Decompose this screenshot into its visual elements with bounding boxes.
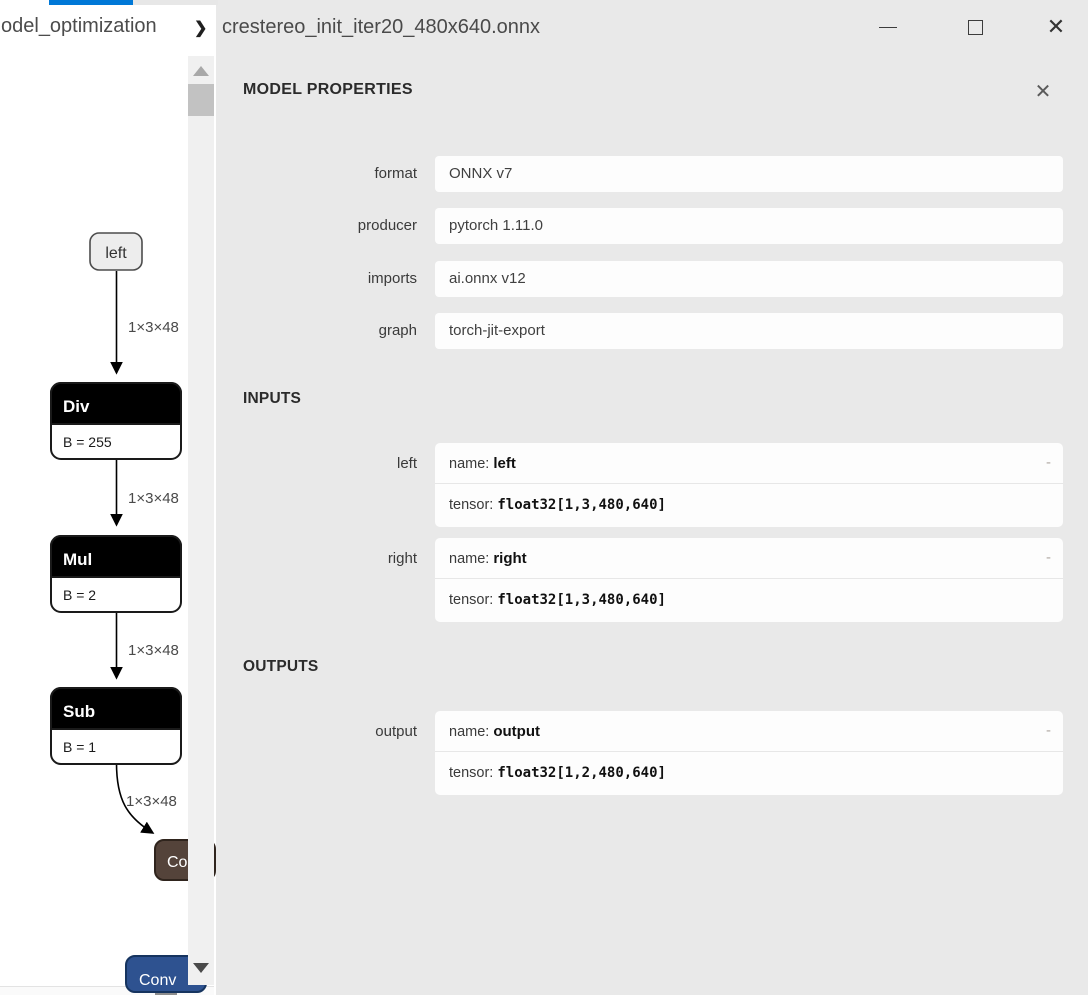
close-icon: ✕ bbox=[1034, 80, 1052, 103]
input-value-right: name: right - tensor: float32[1,3,480,64… bbox=[435, 538, 1063, 622]
graph-node-type: Div bbox=[63, 397, 90, 416]
edge-shape-label: 1×3×48 bbox=[126, 793, 177, 810]
graph-node-div[interactable]: Div B = 255 bbox=[50, 382, 182, 460]
maximize-button[interactable] bbox=[953, 10, 997, 44]
output-name-row[interactable]: name: output - bbox=[435, 711, 1063, 752]
tensor-value: float32[1,3,480,640] bbox=[497, 592, 666, 608]
tensor-key: tensor: bbox=[449, 497, 498, 513]
field-value-graph: torch-jit-export bbox=[435, 313, 1063, 349]
field-label-producer: producer bbox=[357, 217, 417, 234]
window-title: crestereo_init_iter20_480x640.onnx bbox=[222, 16, 540, 38]
tensor-key: tensor: bbox=[449, 765, 498, 781]
edge-shape-label: 1×3×48 bbox=[128, 319, 179, 336]
edge-shape-label: 1×3×48 bbox=[128, 642, 179, 659]
graph-node-mul[interactable]: Mul B = 2 bbox=[50, 535, 182, 613]
name-value: output bbox=[493, 723, 540, 740]
breadcrumb: odel_optimization bbox=[1, 15, 157, 37]
output-label-output: output bbox=[375, 723, 417, 740]
vertical-scrollbar-thumb[interactable] bbox=[188, 84, 214, 116]
collapse-toggle-icon[interactable]: - bbox=[1046, 549, 1051, 566]
input-tensor-row: tensor: float32[1,3,480,640] bbox=[435, 484, 1063, 527]
input-tensor-row: tensor: float32[1,3,480,640] bbox=[435, 579, 1063, 622]
model-properties-panel: crestereo_init_iter20_480x640.onnx ✕ MOD… bbox=[216, 0, 1088, 995]
name-value: right bbox=[493, 550, 527, 567]
top-strip bbox=[133, 0, 218, 5]
edge-sub-concat bbox=[115, 762, 155, 834]
chevron-right-icon: ❯ bbox=[194, 20, 208, 37]
input-label-right: right bbox=[387, 550, 417, 567]
edge-shape-label: 1×3×48 bbox=[128, 490, 179, 507]
panel-title: MODEL PROPERTIES bbox=[243, 81, 413, 98]
output-value-output: name: output - tensor: float32[1,2,480,6… bbox=[435, 711, 1063, 795]
collapse-toggle-icon[interactable]: - bbox=[1046, 722, 1051, 739]
graph-node-attr: B = 1 bbox=[63, 739, 96, 755]
tensor-key: tensor: bbox=[449, 592, 498, 608]
scroll-down-icon[interactable] bbox=[193, 963, 209, 973]
scroll-up-icon[interactable] bbox=[193, 66, 209, 76]
window-close-button[interactable]: ✕ bbox=[1034, 10, 1078, 44]
field-label-format: format bbox=[374, 165, 417, 182]
active-tab-indicator bbox=[49, 0, 133, 5]
input-name-row[interactable]: name: left - bbox=[435, 443, 1063, 484]
vertical-scrollbar[interactable] bbox=[188, 56, 214, 985]
graph-node-type: Mul bbox=[63, 550, 92, 569]
input-label-left: left bbox=[396, 455, 417, 472]
tensor-value: float32[1,2,480,640] bbox=[497, 765, 666, 781]
graph-node-label: Co bbox=[167, 854, 188, 871]
close-icon: ✕ bbox=[1046, 14, 1066, 39]
field-value-imports: ai.onnx v12 bbox=[435, 261, 1063, 297]
minimize-button[interactable] bbox=[866, 10, 910, 44]
graph-node-attr: B = 2 bbox=[63, 587, 96, 603]
maximize-icon bbox=[967, 19, 983, 35]
graph-node-label: left bbox=[105, 245, 127, 262]
graph-node-sub[interactable]: Sub B = 1 bbox=[50, 687, 182, 765]
model-graph-canvas[interactable]: 1×3×48 1×3×48 1×3×48 1×3×48 left Div B =… bbox=[0, 0, 216, 995]
minimize-icon bbox=[879, 26, 897, 28]
name-key: name: bbox=[449, 724, 494, 740]
graph-node-input-left[interactable]: left bbox=[89, 232, 143, 271]
tensor-value: float32[1,3,480,640] bbox=[497, 497, 666, 513]
panel-close-button[interactable]: ✕ bbox=[1028, 76, 1058, 106]
field-value-producer: pytorch 1.11.0 bbox=[435, 208, 1063, 244]
field-value-format: ONNX v7 bbox=[435, 156, 1063, 192]
name-value: left bbox=[493, 455, 516, 472]
input-name-row[interactable]: name: right - bbox=[435, 538, 1063, 579]
input-value-left: name: left - tensor: float32[1,3,480,640… bbox=[435, 443, 1063, 527]
inputs-header: INPUTS bbox=[243, 390, 302, 407]
name-key: name: bbox=[449, 456, 494, 472]
graph-node-label: Conv bbox=[139, 972, 176, 989]
graph-node-type: Sub bbox=[63, 702, 95, 721]
field-label-imports: imports bbox=[367, 270, 417, 287]
graph-node-attr: B = 255 bbox=[63, 434, 112, 450]
collapse-toggle-icon[interactable]: - bbox=[1046, 454, 1051, 471]
name-key: name: bbox=[449, 551, 494, 567]
output-tensor-row: tensor: float32[1,2,480,640] bbox=[435, 752, 1063, 795]
outputs-header: OUTPUTS bbox=[243, 658, 319, 675]
field-label-graph: graph bbox=[378, 322, 417, 339]
